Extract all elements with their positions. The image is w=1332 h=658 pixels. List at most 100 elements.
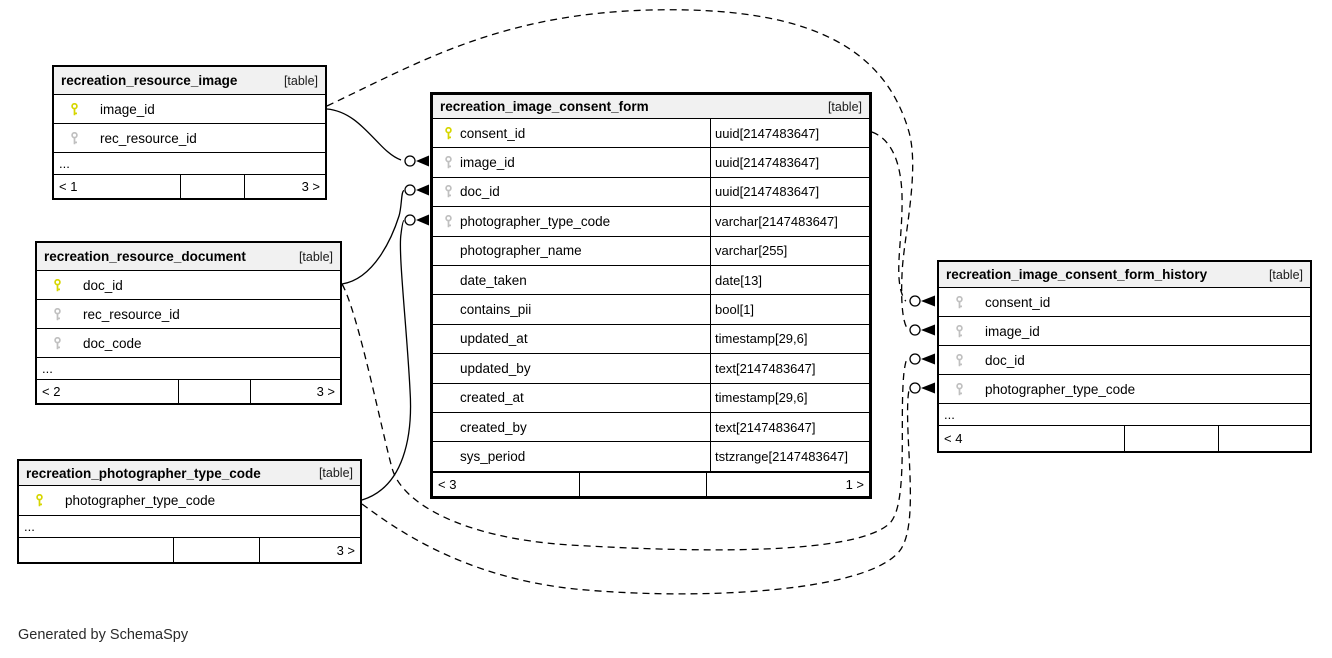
relationship-doc-id [341, 189, 405, 285]
table-recreation-image-consent-form: recreation_image_consent_form [table] co… [430, 92, 872, 499]
column-name: image_id [100, 101, 155, 117]
footer-children-count: 3 > [243, 175, 325, 198]
column-type: timestamp[29,6] [710, 324, 869, 354]
table-header: recreation_image_consent_form_history [t… [939, 262, 1310, 288]
column-row: doc_id uuid[2147483647] [433, 177, 869, 208]
column-type: uuid[2147483647] [710, 177, 869, 207]
table-tag: [table] [1268, 267, 1303, 282]
foreign-key-icon [956, 295, 963, 308]
column-row: updated_at timestamp[29,6] [433, 324, 869, 355]
table-name[interactable]: recreation_resource_document [44, 249, 246, 264]
more-columns-ellipsis: ... [59, 156, 70, 171]
foreign-key-icon [956, 353, 963, 366]
implied-relationship-photographer-type-code-history [361, 387, 912, 595]
column-row: created_at timestamp[29,6] [433, 383, 869, 413]
column-name: photographer_type_code [65, 493, 216, 508]
column-row: image_id [939, 317, 1310, 346]
column-row: consent_id [939, 288, 1310, 317]
column-type: uuid[2147483647] [710, 148, 869, 177]
foreign-key-icon [71, 131, 78, 144]
footer-middle [172, 538, 259, 562]
implied-relationship-consent-id-history [871, 131, 907, 302]
column-row: rec_resource_id [37, 300, 340, 329]
footer-middle [179, 175, 244, 198]
primary-key-icon [71, 102, 78, 115]
column-type: tstzrange[2147483647] [710, 442, 869, 471]
table-footer: < 3 1 > [433, 471, 869, 496]
column-row: image_id uuid[2147483647] [433, 148, 869, 178]
column-row: updated_by text[2147483647] [433, 354, 869, 384]
implied-relationship-doc-id-history [341, 283, 908, 551]
column-name: photographer_type_code [460, 213, 611, 229]
relationship-image-id [326, 108, 402, 161]
table-recreation-image-consent-form-history: recreation_image_consent_form_history [t… [937, 260, 1312, 453]
table-name[interactable]: recreation_image_consent_form_history [946, 267, 1208, 282]
table-header: recreation_photographer_type_code [table… [19, 461, 360, 486]
primary-key-icon [36, 494, 43, 507]
column-type: text[2147483647] [710, 412, 869, 442]
column-name: consent_id [985, 294, 1051, 310]
table-header: recreation_resource_document [table] [37, 243, 340, 271]
footer-middle [177, 380, 250, 403]
table-tag: [table] [283, 73, 318, 88]
relationship-photographer-type-code [361, 219, 412, 501]
column-name: date_taken [460, 272, 527, 288]
footer-children-count: 3 > [258, 538, 360, 562]
footer-children-count: 1 > [705, 472, 869, 496]
column-type: uuid[2147483647] [710, 119, 869, 148]
column-name: image_id [985, 323, 1040, 339]
column-row: photographer_name varchar[255] [433, 236, 869, 266]
column-name: updated_by [460, 360, 531, 376]
column-row: consent_id uuid[2147483647] [433, 119, 869, 149]
column-name: doc_id [985, 352, 1025, 368]
footer-children-count [1217, 426, 1310, 451]
primary-key-icon [54, 278, 61, 291]
table-name[interactable]: recreation_image_consent_form [440, 99, 649, 114]
table-name[interactable]: recreation_photographer_type_code [26, 465, 261, 481]
column-row: date_taken date[13] [433, 265, 869, 296]
table-footer: < 1 3 > [54, 174, 325, 198]
more-columns-ellipsis: ... [42, 361, 53, 376]
generated-by-note: Generated by SchemaSpy [18, 627, 189, 643]
column-type: varchar[255] [710, 236, 869, 265]
column-name: rec_resource_id [83, 306, 180, 322]
footer-parents-count: < 3 [438, 476, 457, 492]
more-columns-ellipsis: ... [24, 519, 35, 534]
column-name: created_at [460, 390, 524, 406]
footer-parents-count: < 4 [944, 431, 963, 446]
column-type: timestamp[29,6] [710, 383, 869, 412]
table-footer: < 4 [939, 425, 1310, 451]
column-name: doc_id [460, 184, 500, 200]
column-row: photographer_type_code [19, 486, 360, 516]
column-row: contains_pii bool[1] [433, 295, 869, 325]
foreign-key-icon [956, 324, 963, 337]
more-columns-ellipsis: ... [944, 407, 955, 422]
column-row: doc_id [37, 271, 340, 300]
column-name: photographer_type_code [985, 381, 1136, 397]
foreign-key-icon [956, 382, 963, 395]
foreign-key-icon [445, 214, 452, 228]
column-row: doc_code [37, 329, 340, 358]
column-type: varchar[2147483647] [710, 207, 869, 236]
table-header: recreation_resource_image [table] [54, 67, 325, 95]
implied-relationship-image-id-history [326, 9, 914, 329]
foreign-key-icon [445, 185, 452, 198]
table-tag: [table] [298, 249, 333, 264]
column-type: date[13] [710, 265, 869, 295]
column-name: contains_pii [460, 302, 532, 318]
footer-children-count: 3 > [249, 380, 340, 403]
column-row: created_by text[2147483647] [433, 412, 869, 443]
column-name: updated_at [460, 331, 528, 347]
footer-parents-count [19, 538, 173, 562]
footer-parents-count: < 2 [42, 384, 61, 399]
table-tag: [table] [827, 99, 862, 114]
footer-middle [1123, 426, 1218, 451]
table-recreation-resource-image: recreation_resource_image [table] image_… [52, 65, 327, 200]
column-name: created_by [460, 419, 527, 435]
primary-key-icon [445, 126, 452, 139]
column-row: photographer_type_code varchar[214748364… [433, 207, 869, 237]
table-name[interactable]: recreation_resource_image [61, 73, 238, 88]
table-footer: < 2 3 > [37, 379, 340, 403]
